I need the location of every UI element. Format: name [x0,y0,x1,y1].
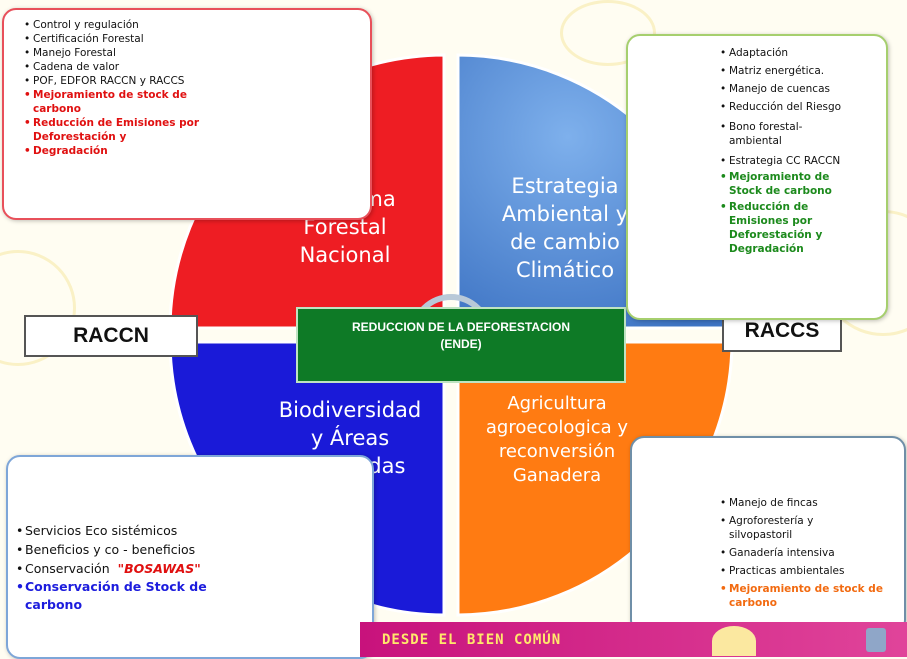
list-item: Agroforestería y silvopastoril [720,514,849,542]
list-item: Conservación de Stock de carbono [16,578,235,614]
list-item: Servicios Eco sistémicos [16,521,266,540]
list-item: Degradación [24,144,234,158]
bosawas-label: "BOSAWAS" [117,561,201,576]
list-item: Mejoramiento de stock de carbono [24,88,234,116]
box-bottom-left: Servicios Eco sistémicos Beneficios y co… [6,455,374,659]
flower-decoration [712,626,756,656]
footer-banner: DESDE EL BIEN COMÚN [360,622,907,657]
corner-icon [866,628,886,652]
list-top-left: Control y regulación Certificación Fores… [24,18,234,158]
quadrant-label-bottom-right: Agricultura agroecologica y reconversión… [485,393,629,486]
list-item: Certificación Forestal [24,32,234,46]
box-top-right: Adaptación Matriz energética. Manejo de … [626,34,888,320]
list-item: Manejo de fincas [720,496,900,510]
list-item: Reducción de Emisiones por Deforestación… [720,200,849,256]
list-item: Conservación "BOSAWAS" [16,559,266,578]
list-item: Manejo de cuencas [720,82,880,96]
list-item: Mejoramiento de Stock de carbono [720,170,859,198]
list-item: Control y regulación [24,18,234,32]
list-item: Matriz energética. [720,64,880,78]
list-item: Cadena de valor [24,60,234,74]
list-bottom-right: Manejo de fincas Agroforestería y silvop… [720,496,900,610]
list-item: Beneficios y co - beneficios [16,540,266,559]
list-item: POF, EDFOR RACCN y RACCS [24,74,234,88]
center-label: REDUCCION DE LA DEFORESTACION (ENDE) [296,307,626,383]
list-item: Bono forestal-ambiental [720,120,839,148]
box-top-left: Control y regulación Certificación Fores… [2,8,372,220]
list-item: Reducción de Emisiones por Deforestación… [24,116,234,144]
list-item: Manejo Forestal [24,46,234,60]
list-item: Mejoramiento de stock de carbono [720,582,899,610]
tag-raccn: RACCN [24,315,198,357]
list-bottom-left: Servicios Eco sistémicos Beneficios y co… [16,521,266,614]
box-bottom-right: Manejo de fincas Agroforestería y silvop… [630,436,906,634]
list-item: Estrategia CC RACCN [720,154,880,168]
list-item: Adaptación [720,46,880,60]
list-item: Ganadería intensiva [720,546,900,560]
background-swirl [560,0,656,66]
list-top-right: Adaptación Matriz energética. Manejo de … [720,46,880,256]
footer-text: DESDE EL BIEN COMÚN [382,632,562,648]
quadrant-label-top-right: Estrategia Ambiental y de cambio Climáti… [501,174,629,282]
list-item: Reducción del Riesgo [720,100,880,114]
list-item-label: Conservación [25,561,110,576]
list-item: Practicas ambientales [720,564,900,578]
